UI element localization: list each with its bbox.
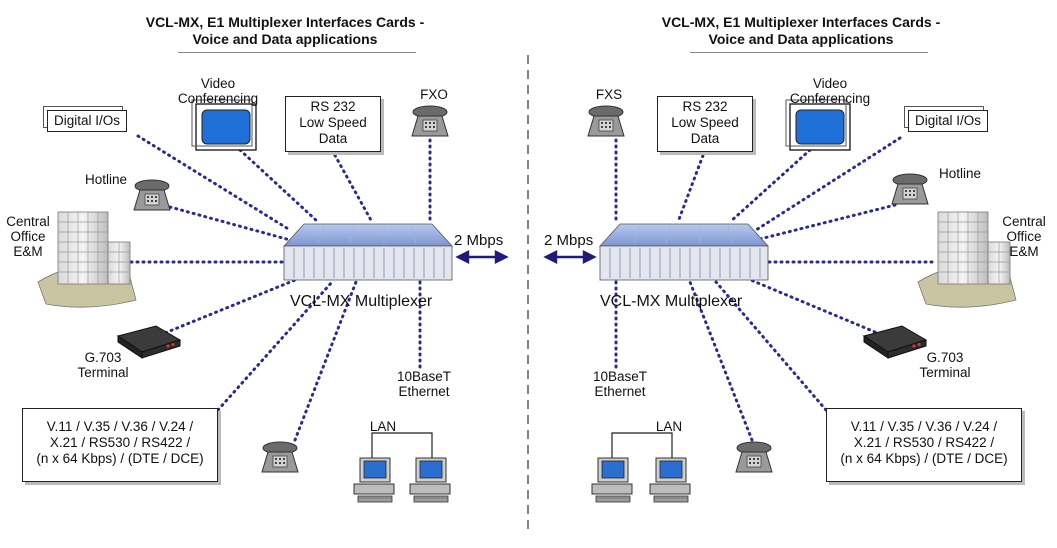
right-video-label: Video Conferencing [780,76,880,106]
right-video-line1: Video [812,76,848,91]
left-video-label: Video Conferencing [168,76,268,106]
left-rs232-line2: Low Speed [299,115,367,130]
right-video-line2: Conferencing [789,91,871,106]
right-fxs-telephone-icon [587,105,625,137]
right-central-line3: E&M [1009,244,1039,259]
left-fxo-label: FXO [420,87,448,102]
left-video-line2: Conferencing [177,91,259,106]
right-title-line1: VCL-MX, E1 Multiplexer Interfaces Cards … [661,14,941,30]
left-multiplexer-icon [283,223,453,281]
right-central-line2: Office [1006,229,1042,244]
right-ethernet-label: 10BaseT Ethernet [580,369,660,399]
right-multiplexer-icon [599,223,769,281]
left-iface-line1: V.11 / V.35 / V.36 / V.24 / [46,419,194,434]
right-hotline-telephone-icon [891,173,929,205]
right-iface-line3: (n x 64 Kbps) / (DTE / DCE) [840,451,1008,466]
right-central-line1: Central [1002,214,1046,229]
left-central-office-label: Central Office E&M [2,214,54,259]
right-video-monitor-icon [785,99,851,151]
left-rs232-line1: RS 232 [310,99,356,114]
left-central-line2: Office [10,229,46,244]
left-digital-io-box: Digital I/Os [42,106,128,132]
left-ethernet-line1: 10BaseT [396,369,452,384]
right-mux-label: VCL-MX Multiplexer [600,293,743,310]
left-title-line2: Voice and Data applications [192,31,378,47]
right-rs232-line3: Data [690,131,720,146]
left-rs232-box: RS 232 Low Speed Data [285,96,381,152]
left-hotline-telephone-icon [133,179,171,211]
left-hotline-label: Hotline [84,172,128,187]
right-g703-line2: Terminal [919,365,971,380]
right-lan-label: LAN [655,419,683,434]
right-links [614,136,934,442]
right-digital-io-box: Digital I/Os [903,106,989,132]
right-g703-line1: G.703 [926,350,964,365]
rate-arrows [455,250,597,264]
right-hotline-label: Hotline [938,166,982,181]
right-central-office-label: Central Office E&M [998,214,1050,259]
left-video-line1: Video [200,76,236,91]
right-iface-line1: V.11 / V.35 / V.36 / V.24 / [850,419,998,434]
left-title-line1: VCL-MX, E1 Multiplexer Interfaces Cards … [145,14,425,30]
left-title: VCL-MX, E1 Multiplexer Interfaces Cards … [100,14,470,48]
left-ethernet-line2: Ethernet [398,384,450,399]
left-interface-box: V.11 / V.35 / V.36 / V.24 / X.21 / RS530… [22,408,218,482]
right-g703-label: G.703 Terminal [900,350,990,380]
left-g703-label: G.703 Terminal [58,350,148,380]
right-pc-workstation-icon [649,457,691,503]
right-ethernet-line2: Ethernet [594,384,646,399]
left-mux-label: VCL-MX Multiplexer [290,293,433,310]
right-title-rule [690,52,928,53]
left-ethernet-label: 10BaseT Ethernet [384,369,464,399]
left-lan-label: LAN [369,419,397,434]
left-rate-label: 2 Mbps [454,232,504,249]
left-pc-workstation-icon [353,457,395,503]
left-fxo-telephone-icon [411,105,449,137]
left-telephone-icon [261,441,299,473]
right-title: VCL-MX, E1 Multiplexer Interfaces Cards … [616,14,986,48]
right-interface-box: V.11 / V.35 / V.36 / V.24 / X.21 / RS530… [826,408,1022,482]
left-central-line1: Central [6,214,50,229]
right-rate-label: 2 Mbps [544,232,594,249]
right-iface-line2: X.21 / RS530 / RS422 / [853,435,995,450]
right-rs232-box: RS 232 Low Speed Data [657,96,753,152]
lan-wiring [371,432,673,462]
left-title-rule [178,52,416,53]
left-rs232-line3: Data [318,131,348,146]
right-fxs-label: FXS [595,87,623,102]
left-central-line3: E&M [13,244,43,259]
right-telephone-icon [735,441,773,473]
left-digital-io-label: Digital I/Os [47,110,128,132]
left-iface-line3: (n x 64 Kbps) / (DTE / DCE) [36,451,204,466]
right-ethernet-line1: 10BaseT [592,369,648,384]
left-iface-line2: X.21 / RS530 / RS422 / [49,435,191,450]
right-digital-io-label: Digital I/Os [908,110,989,132]
right-title-line2: Voice and Data applications [708,31,894,47]
left-pc-workstation-icon [409,457,451,503]
left-g703-line2: Terminal [77,365,129,380]
left-video-monitor-icon [191,99,257,151]
right-pc-workstation-icon [591,457,633,503]
left-g703-line1: G.703 [84,350,122,365]
right-rs232-line2: Low Speed [671,115,739,130]
left-links [123,134,432,442]
right-rs232-line1: RS 232 [682,99,728,114]
